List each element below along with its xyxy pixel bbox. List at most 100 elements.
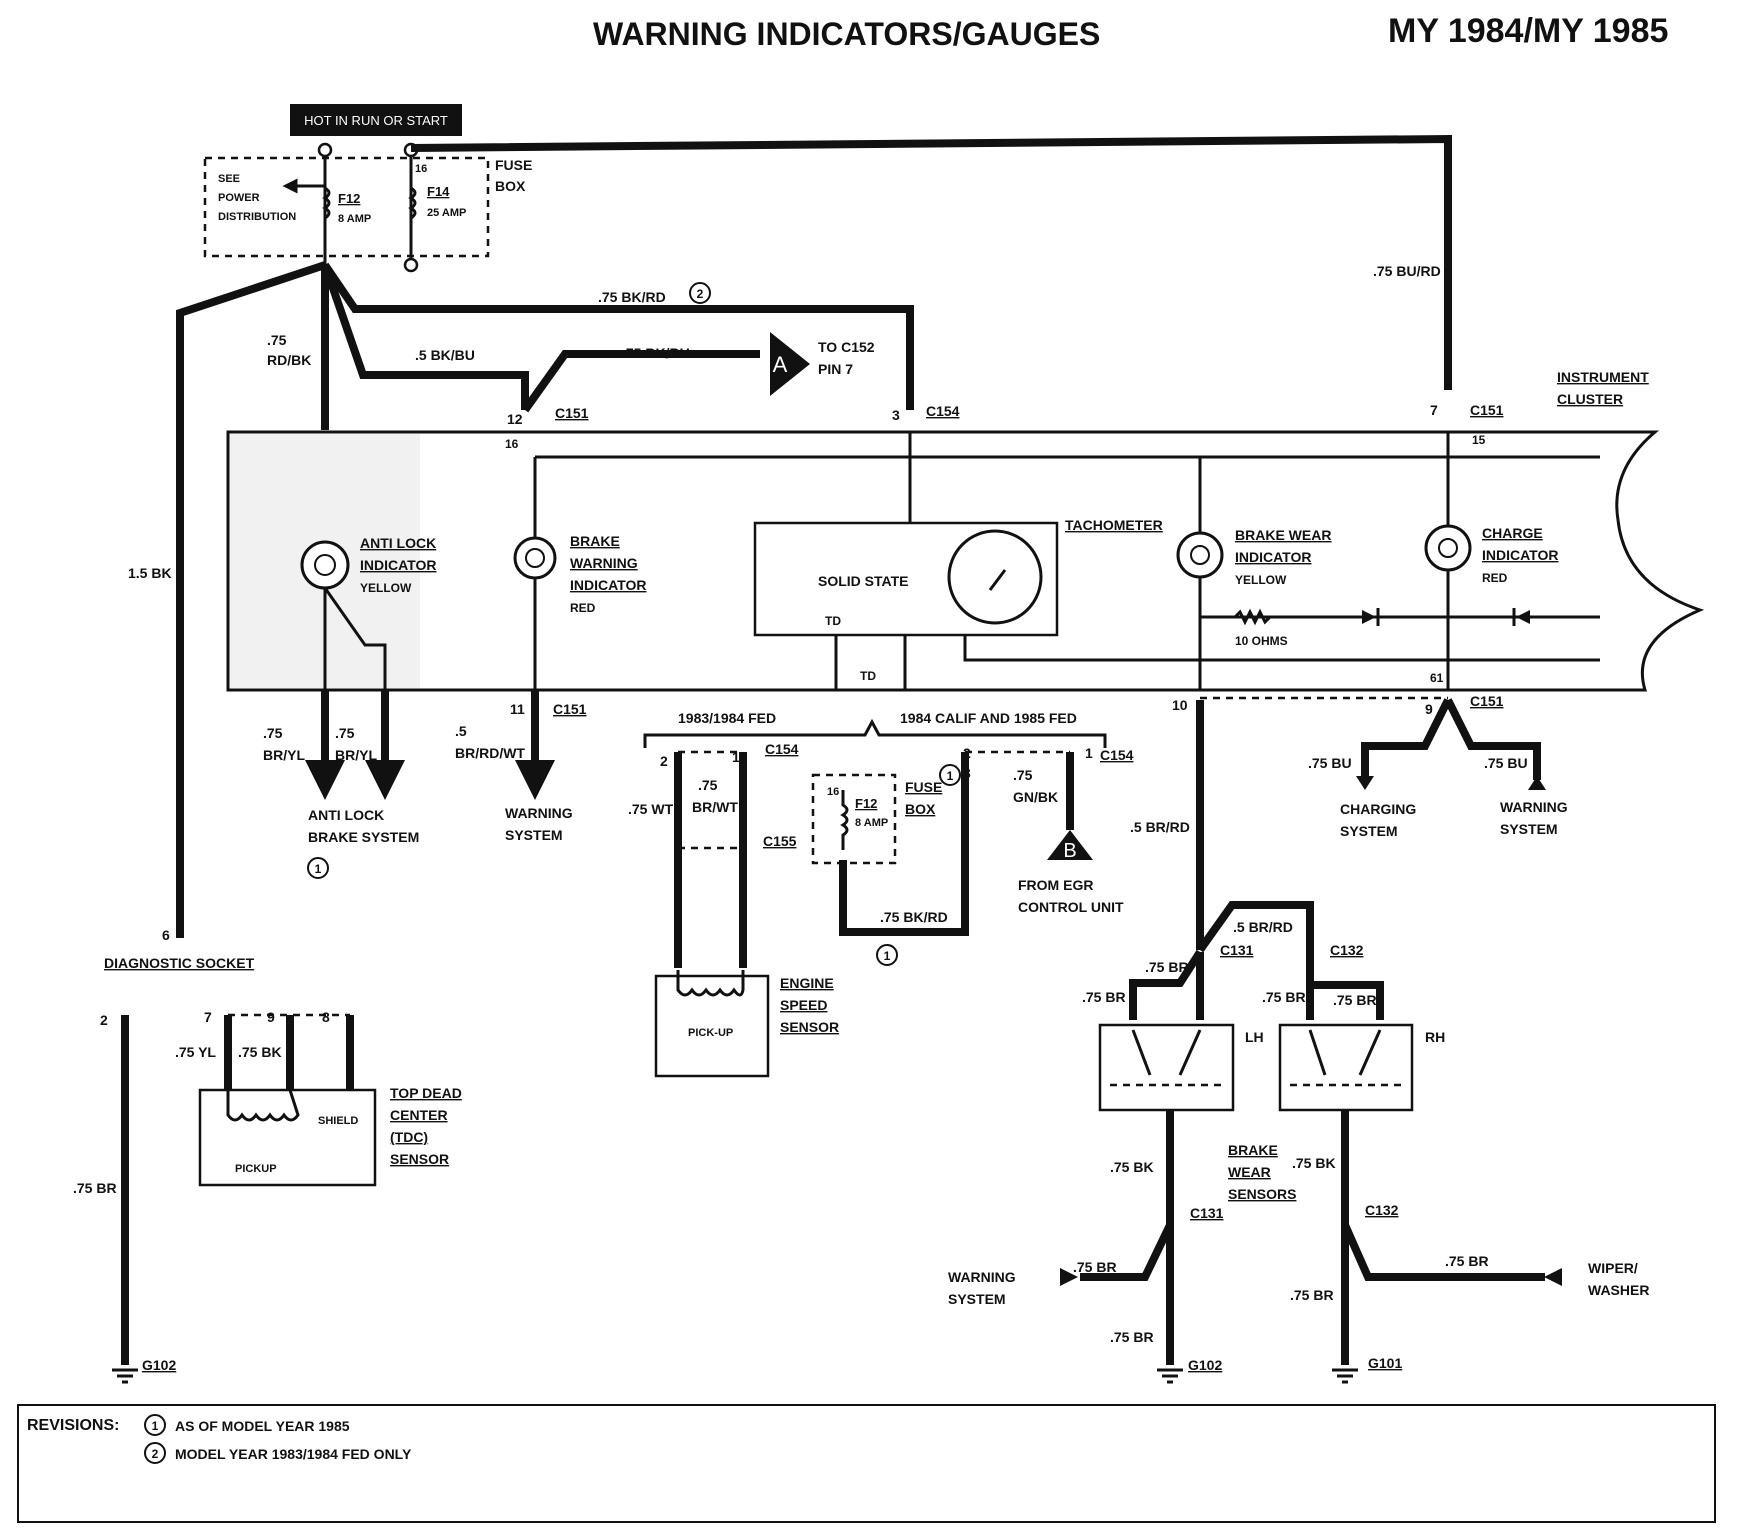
- svg-text:F14: F14: [427, 184, 450, 199]
- svg-text:BR/RD/WT: BR/RD/WT: [455, 745, 525, 761]
- svg-text:2: 2: [963, 745, 971, 761]
- svg-text:C132: C132: [1365, 1202, 1399, 1218]
- svg-text:C131: C131: [1220, 942, 1254, 958]
- svg-text:12: 12: [507, 411, 523, 427]
- svg-text:16: 16: [415, 163, 427, 175]
- svg-text:SEE: SEE: [218, 173, 240, 185]
- svg-text:15: 15: [1472, 433, 1486, 447]
- fuse-box: SEE POWER DISTRIBUTION F12 8 AMP F14 25 …: [203, 142, 532, 273]
- svg-text:2: 2: [697, 287, 704, 301]
- svg-text:.75: .75: [698, 777, 718, 793]
- svg-text:HOT IN RUN OR START: HOT IN RUN OR START: [304, 113, 448, 128]
- svg-text:8: 8: [322, 1009, 330, 1025]
- svg-text:F12: F12: [855, 796, 877, 811]
- svg-text:INDICATOR: INDICATOR: [360, 557, 436, 573]
- svg-text:WARNING: WARNING: [1500, 799, 1568, 815]
- svg-text:1983/1984 FED: 1983/1984 FED: [678, 710, 776, 726]
- svg-text:RED: RED: [570, 601, 596, 615]
- svg-text:YELLOW: YELLOW: [360, 581, 412, 595]
- svg-text:CHARGING: CHARGING: [1340, 801, 1416, 817]
- svg-text:.75 BR: .75 BR: [1073, 1259, 1117, 1275]
- svg-text:C151: C151: [555, 405, 589, 421]
- svg-text:9: 9: [1425, 701, 1433, 717]
- svg-text:POWER: POWER: [218, 192, 260, 204]
- svg-text:.75 BR: .75 BR: [1110, 1329, 1154, 1345]
- svg-text:8 AMP: 8 AMP: [855, 817, 888, 829]
- svg-text:.75: .75: [335, 725, 355, 741]
- svg-text:WARNING: WARNING: [948, 1269, 1016, 1285]
- svg-text:TACHOMETER: TACHOMETER: [1065, 517, 1163, 533]
- svg-text:7: 7: [204, 1009, 212, 1025]
- svg-text:1984 CALIF AND 1985 FED: 1984 CALIF AND 1985 FED: [900, 710, 1077, 726]
- svg-text:11: 11: [510, 701, 525, 717]
- svg-text:SOLID STATE: SOLID STATE: [818, 573, 908, 589]
- svg-text:G102: G102: [1188, 1357, 1222, 1373]
- svg-text:INDICATOR: INDICATOR: [1482, 547, 1558, 563]
- brake-wear-sensors: [1060, 700, 1562, 1384]
- svg-text:B: B: [1063, 840, 1076, 862]
- svg-text:.5: .5: [455, 723, 467, 739]
- svg-text:INDICATOR: INDICATOR: [570, 577, 646, 593]
- top-wires: A: [176, 134, 1452, 938]
- svg-text:.75: .75: [1013, 767, 1033, 783]
- page-title: WARNING INDICATORS/GAUGES: [593, 16, 1100, 52]
- svg-text:C151: C151: [553, 701, 587, 717]
- revision-1-marker-bottom: 1: [876, 944, 898, 966]
- svg-text:.75 BR: .75 BR: [1082, 989, 1126, 1005]
- brake-wear-indicator: BRAKE WEAR INDICATOR YELLOW 10 OHMS: [1176, 527, 1600, 648]
- svg-text:16: 16: [505, 437, 519, 451]
- svg-text:ANTI LOCK: ANTI LOCK: [360, 535, 436, 551]
- svg-text:SYSTEM: SYSTEM: [505, 827, 563, 843]
- brake-warning-indicator: BRAKE WARNING INDICATOR RED: [513, 533, 646, 615]
- svg-text:BRAKE: BRAKE: [570, 533, 620, 549]
- svg-text:INDICATOR: INDICATOR: [1235, 549, 1311, 565]
- instrument-cluster-box: [226, 430, 1705, 692]
- svg-text:BOX: BOX: [905, 801, 936, 817]
- svg-text:25 AMP: 25 AMP: [427, 207, 466, 219]
- svg-text:F12: F12: [338, 191, 360, 206]
- revisions-box: REVISIONS: 1 AS OF MODEL YEAR 1985 2 MOD…: [17, 1404, 1716, 1523]
- svg-text:SYSTEM: SYSTEM: [1340, 823, 1398, 839]
- svg-text:C154: C154: [926, 403, 960, 419]
- svg-text:.75 BU: .75 BU: [1484, 755, 1528, 771]
- svg-text:.75 BR: .75 BR: [1145, 959, 1189, 975]
- svg-text:SYSTEM: SYSTEM: [1500, 821, 1558, 837]
- svg-text:PIN 7: PIN 7: [818, 361, 853, 377]
- svg-text:C155: C155: [763, 833, 797, 849]
- svg-text:(TDC): (TDC): [390, 1129, 428, 1145]
- svg-text:SENSOR: SENSOR: [780, 1019, 839, 1035]
- svg-text:MODEL YEAR 1983/1984 FED ONLY: MODEL YEAR 1983/1984 FED ONLY: [175, 1446, 412, 1462]
- svg-text:ANTI LOCK: ANTI LOCK: [308, 807, 384, 823]
- svg-text:LH: LH: [1245, 1029, 1264, 1045]
- svg-text:BRAKE: BRAKE: [1228, 1142, 1278, 1158]
- svg-text:FUSE: FUSE: [495, 157, 532, 173]
- svg-text:2: 2: [660, 753, 668, 769]
- svg-text:FROM EGR: FROM EGR: [1018, 877, 1093, 893]
- svg-text:WIPER/: WIPER/: [1588, 1260, 1638, 1276]
- svg-text:1: 1: [315, 862, 322, 876]
- svg-text:.75: .75: [267, 332, 287, 348]
- svg-text:.75 BK: .75 BK: [1110, 1159, 1154, 1175]
- charge-indicator: CHARGE INDICATOR RED: [1424, 524, 1558, 585]
- svg-text:RH: RH: [1425, 1029, 1445, 1045]
- diagnostic-socket-label: DIAGNOSTIC SOCKET: [104, 955, 255, 971]
- svg-text:.5 BK/BU: .5 BK/BU: [415, 347, 475, 363]
- svg-text:RD/BK: RD/BK: [267, 352, 311, 368]
- svg-text:BOX: BOX: [495, 178, 526, 194]
- svg-text:TOP DEAD: TOP DEAD: [390, 1085, 462, 1101]
- svg-text:YELLOW: YELLOW: [1235, 573, 1287, 587]
- svg-text:1: 1: [1085, 745, 1093, 761]
- svg-text:CHARGE: CHARGE: [1482, 525, 1543, 541]
- revision-2-marker: 2: [689, 282, 711, 304]
- svg-text:GN/BK: GN/BK: [1013, 789, 1058, 805]
- svg-text:BR/YL: BR/YL: [263, 747, 305, 763]
- diagnostic-socket: PICKUP SHIELD: [112, 1013, 377, 1384]
- svg-text:.5 BR/RD: .5 BR/RD: [1233, 919, 1293, 935]
- svg-text:SENSOR: SENSOR: [390, 1151, 449, 1167]
- svg-text:.5 BR/RD: .5 BR/RD: [1130, 819, 1190, 835]
- svg-text:RED: RED: [1482, 571, 1508, 585]
- svg-text:ENGINE: ENGINE: [780, 975, 834, 991]
- svg-text:REVISIONS:: REVISIONS:: [27, 1417, 119, 1434]
- svg-text:TO C152: TO C152: [818, 339, 875, 355]
